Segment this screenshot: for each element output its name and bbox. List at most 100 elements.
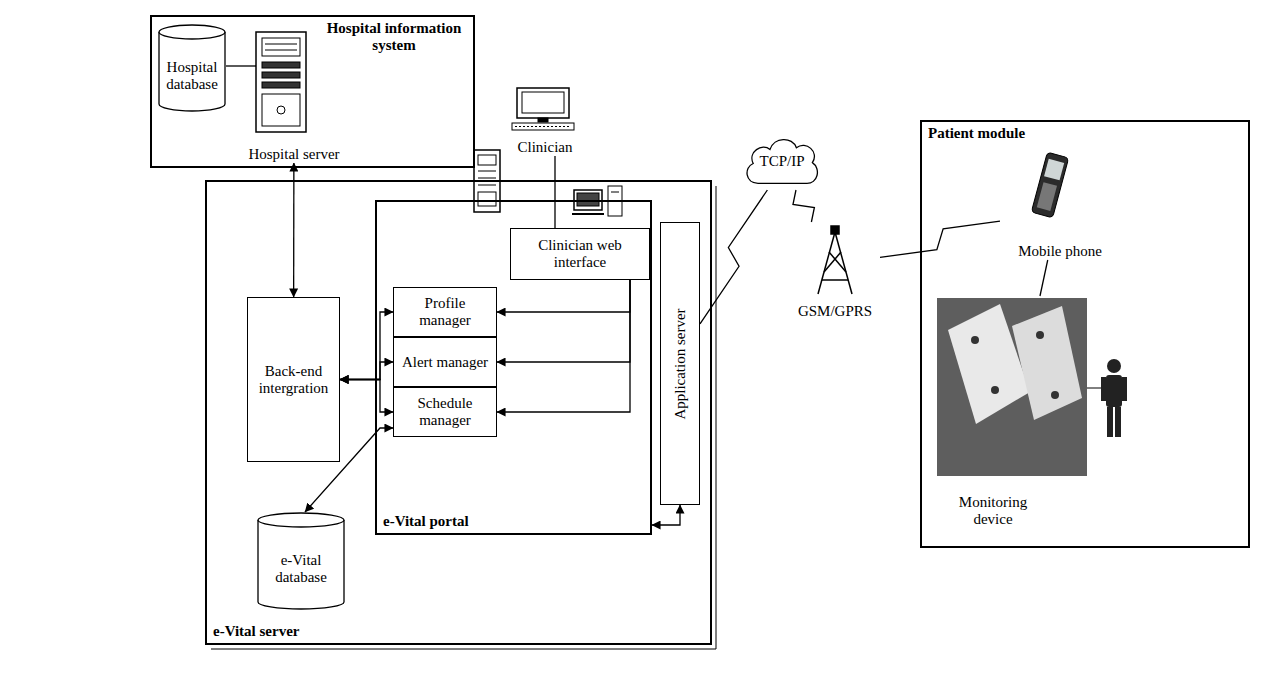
cylinder-body xyxy=(159,32,225,111)
connector xyxy=(497,280,630,312)
network-cloud: TCP/IP xyxy=(742,132,822,190)
patient-figure xyxy=(1101,359,1127,437)
connector xyxy=(340,380,393,413)
server-tower-part xyxy=(265,50,297,51)
patient-figure-part xyxy=(1122,377,1127,401)
server-tower-part xyxy=(277,106,285,114)
server-tower-part xyxy=(478,178,496,179)
database-cylinder: Hospital database xyxy=(158,24,226,112)
node-label: Application server xyxy=(672,308,689,419)
server-tower-part xyxy=(478,155,496,165)
node-label: Clinician xyxy=(500,139,590,156)
phone-icon: Mobile phone xyxy=(1000,146,1120,260)
patient-figure-part xyxy=(1106,375,1122,407)
server-icon: Hospital server xyxy=(246,28,342,163)
monitoring-device-part xyxy=(1036,331,1044,339)
module-box: Back-end intergration xyxy=(247,297,340,462)
connector xyxy=(340,362,393,380)
node-label: Alert manager xyxy=(402,354,488,371)
antenna-tower xyxy=(818,226,852,294)
workstation-icon: Clinician xyxy=(500,86,590,156)
connector xyxy=(880,221,1000,257)
workstation-part xyxy=(515,126,571,127)
group-title: Hospital information system xyxy=(319,20,469,54)
patient-figure-part xyxy=(1107,407,1113,437)
server-tower-part xyxy=(262,82,300,88)
node-label: Hospital server xyxy=(238,146,350,163)
node-label: TCP/IP xyxy=(759,153,804,170)
workstation xyxy=(512,88,574,130)
monitoring-device-part xyxy=(937,298,1087,476)
connector xyxy=(293,163,295,297)
node-label: e-Vital database xyxy=(257,552,345,586)
patient-figure-part xyxy=(1115,407,1121,437)
workstation-part xyxy=(538,118,548,122)
cloud-shape xyxy=(747,140,817,184)
connector xyxy=(793,190,814,222)
manager-box: Schedule manager xyxy=(393,387,497,437)
cylinder-top xyxy=(159,25,225,39)
server-tower-part xyxy=(265,44,297,45)
connector xyxy=(497,280,630,362)
device-wire xyxy=(1087,388,1101,389)
server-tower-part xyxy=(478,171,496,172)
frame-shadow-part xyxy=(211,186,716,649)
monitoring-device-part xyxy=(991,386,999,394)
node-label: Back-end intergration xyxy=(251,363,336,397)
node-label: Hospital database xyxy=(158,59,226,93)
portal-box: e-Vital portal Clinician web interfacePro… xyxy=(375,200,652,535)
cylinder-body xyxy=(258,520,344,609)
connector xyxy=(497,280,630,412)
system-box: Hospital information systemHospital data… xyxy=(150,15,475,168)
monitoring-device-part xyxy=(1051,391,1059,399)
antenna-tower-part xyxy=(824,252,841,272)
node-label: Monitoring device xyxy=(943,494,1043,528)
antenna-icon: GSM/GPRS xyxy=(790,222,880,320)
connector xyxy=(340,312,393,380)
node-label: Profile manager xyxy=(397,295,493,329)
group-title: Patient module xyxy=(928,125,1025,142)
device-icon: Monitoring device xyxy=(935,296,1095,528)
node-label: Mobile phone xyxy=(1000,243,1120,260)
workstation-part xyxy=(522,92,564,113)
server-tower-part xyxy=(478,185,496,186)
monitoring-device xyxy=(937,298,1087,476)
connector xyxy=(1040,260,1048,296)
patient-figure-part xyxy=(1107,359,1121,373)
workstation-part xyxy=(512,123,574,130)
node-label: Schedule manager xyxy=(397,395,493,429)
mobile-phone-part xyxy=(1037,182,1057,211)
server-tower-part xyxy=(262,62,300,68)
mobile-phone-part xyxy=(1044,159,1064,181)
antenna-tower-part xyxy=(831,226,839,234)
manager-box: Profile manager xyxy=(393,287,497,337)
node-label: Clinician web interface xyxy=(514,237,646,271)
server-tower-part xyxy=(262,94,300,126)
server-tower-part xyxy=(256,32,306,132)
workstation-part xyxy=(572,213,604,215)
monitoring-device-part xyxy=(948,304,1030,424)
monitoring-device-part xyxy=(971,336,979,344)
server-tower-part xyxy=(262,72,300,78)
manager-box: Alert manager xyxy=(393,337,497,387)
patient-figure-part xyxy=(1101,377,1106,401)
cylinder-top xyxy=(258,513,344,527)
server-box: e-Vital server Back-end intergration e-Vit… xyxy=(205,180,712,645)
workstation-part xyxy=(517,88,569,118)
server-tower-part xyxy=(478,192,496,206)
antenna-tower-part xyxy=(822,279,848,281)
connector xyxy=(652,505,680,525)
database-cylinder: e-Vital database xyxy=(257,512,345,610)
node-label: GSM/GPRS xyxy=(790,303,880,320)
mobile-phone-part xyxy=(1031,152,1068,218)
module-box: Patient moduleMobile phoneMonitoring dev… xyxy=(920,120,1250,548)
device-wire-part xyxy=(1087,388,1101,389)
mobile-phone xyxy=(1031,152,1068,218)
connector xyxy=(226,65,256,66)
workstation-part xyxy=(611,192,619,193)
connector xyxy=(554,156,555,228)
group-title: e-Vital portal xyxy=(383,513,469,530)
group-title: e-Vital server xyxy=(213,623,299,640)
server-tower xyxy=(256,32,306,132)
